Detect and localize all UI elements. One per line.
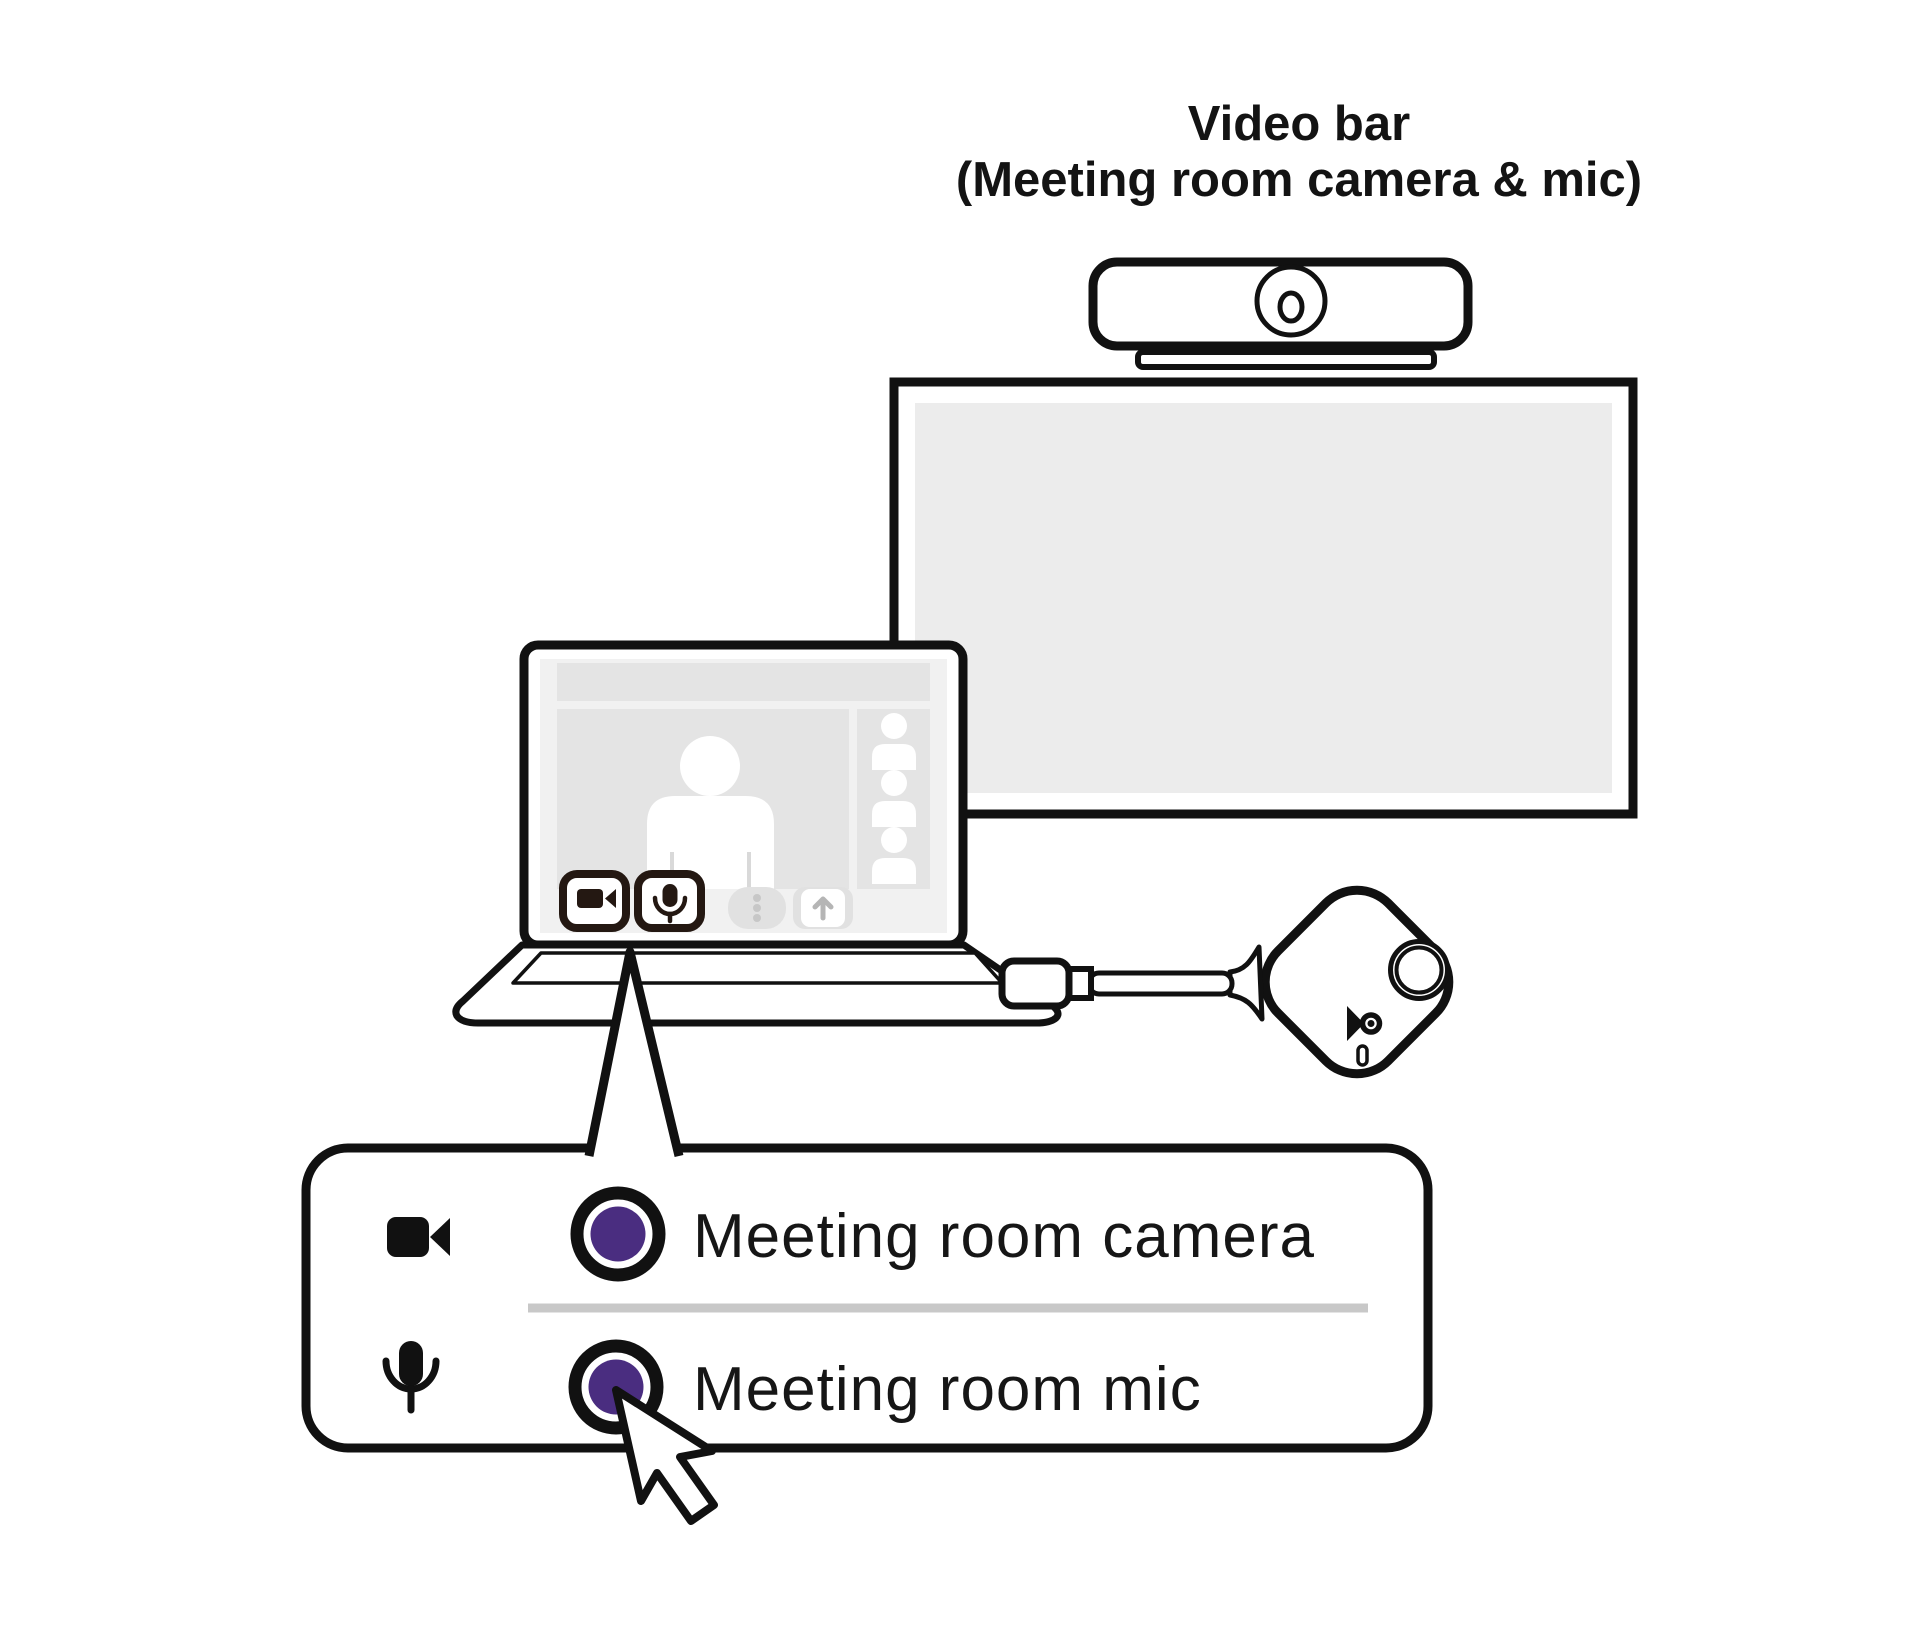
laptop-keyboard-area [511,951,1004,985]
participant-icon [872,713,916,770]
call-camera-button[interactable] [559,870,630,932]
display-screen [915,403,1612,793]
led-indicator [1356,1044,1369,1067]
usb-plug [998,957,1073,1010]
camera-icon [577,889,616,908]
participant-icon [872,770,916,827]
call-share-button[interactable] [793,887,853,929]
webcam-logo-icon [1347,1006,1383,1041]
call-mic-button[interactable] [634,870,705,932]
video-bar-device [1088,257,1473,370]
share-arrow-icon [812,896,834,921]
menu-option-camera[interactable] [387,1186,666,1282]
menu-option-camera-label[interactable]: Meeting room camera [693,1202,1316,1271]
wireless-share-button[interactable] [1388,939,1450,1001]
call-header-bar [557,663,930,701]
wireless-button-body [1260,885,1454,1079]
video-camera-icon [387,1217,450,1257]
usb-cable [1086,970,1235,997]
microphone-icon [382,1341,440,1414]
cable-flare [1227,944,1265,1022]
cursor-pointer [612,1386,718,1525]
radio-camera-selected[interactable] [570,1186,666,1282]
more-dots-icon [753,894,761,922]
menu-pointer-tail [584,947,684,1158]
menu-option-mic-label[interactable]: Meeting room mic [693,1355,1202,1424]
meeting-room-display [889,377,1638,819]
call-more-button[interactable] [728,887,786,929]
laptop [452,640,1062,1027]
microphone-icon [652,884,688,924]
wireless-button-device [998,885,1454,1079]
speaker-silhouette [647,736,774,889]
participant-icon [872,827,916,884]
video-bar-base [1135,349,1437,370]
